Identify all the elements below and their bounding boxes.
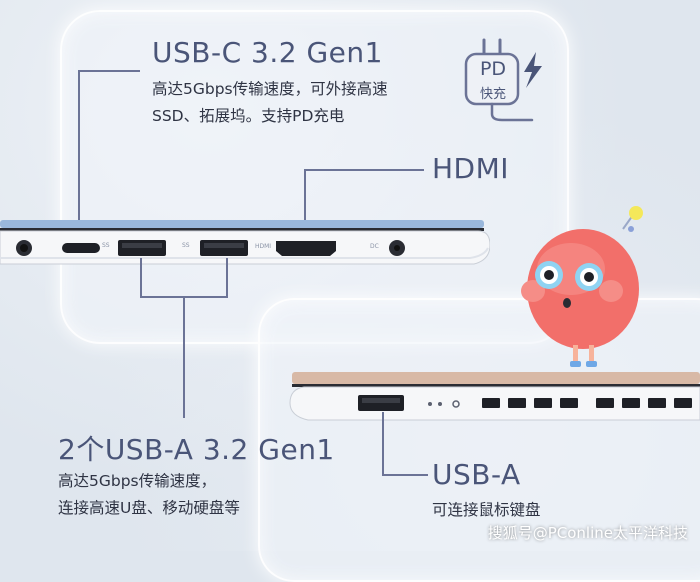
pd-badge-line2: 快充	[479, 87, 506, 102]
usb-a-bracket-stem	[183, 296, 185, 418]
usb-a-right-desc: 可连接鼠标键盘	[432, 501, 541, 519]
usb-c-desc-line2: SSD、拓展坞。支持PD充电	[152, 107, 345, 125]
glass-panel-bottom	[258, 298, 700, 582]
watermark: 搜狐号@PConline太平洋科技	[487, 524, 688, 542]
usb-a-left-title: 2个USB-A 3.2 Gen1	[58, 433, 335, 466]
charger-plug-icon	[464, 38, 542, 122]
usb-a-left-desc-line2: 连接高速U盘、移动硬盘等	[58, 499, 240, 517]
laptop-side-right	[288, 366, 700, 430]
usb-a-right-callout-v	[382, 412, 384, 476]
usb-a-bracket-right	[226, 258, 228, 298]
port-label-usbc: SS	[102, 242, 110, 249]
port-label-dc: DC	[370, 243, 379, 250]
usb-c-desc-line1: 高达5Gbps传输速度，可外接高速	[152, 80, 388, 98]
port-label-usba: SS	[182, 242, 190, 249]
usb-a-left-desc-line1: 高达5Gbps传输速度，	[58, 472, 217, 490]
usb-a-right-title: USB-A	[432, 458, 521, 491]
hdmi-callout-h	[304, 169, 424, 171]
hdmi-callout-v	[304, 169, 306, 241]
mascot-character	[515, 205, 655, 380]
pd-charge-badge: PD 快充	[462, 36, 552, 124]
lightning-bolt-icon	[524, 52, 542, 88]
hdmi-title: HDMI	[432, 152, 510, 185]
usb-a-right-callout-h	[382, 474, 428, 476]
usb-c-title: USB-C 3.2 Gen1	[152, 36, 383, 69]
usb-c-callout-v	[78, 70, 80, 238]
port-label-hdmi: HDMI	[255, 243, 272, 250]
laptop-side-left: SS SS HDMI DC	[0, 218, 490, 278]
pd-badge-line1: PD	[479, 58, 507, 80]
usb-c-callout-h	[78, 70, 140, 72]
usb-a-bracket-left	[140, 258, 142, 298]
